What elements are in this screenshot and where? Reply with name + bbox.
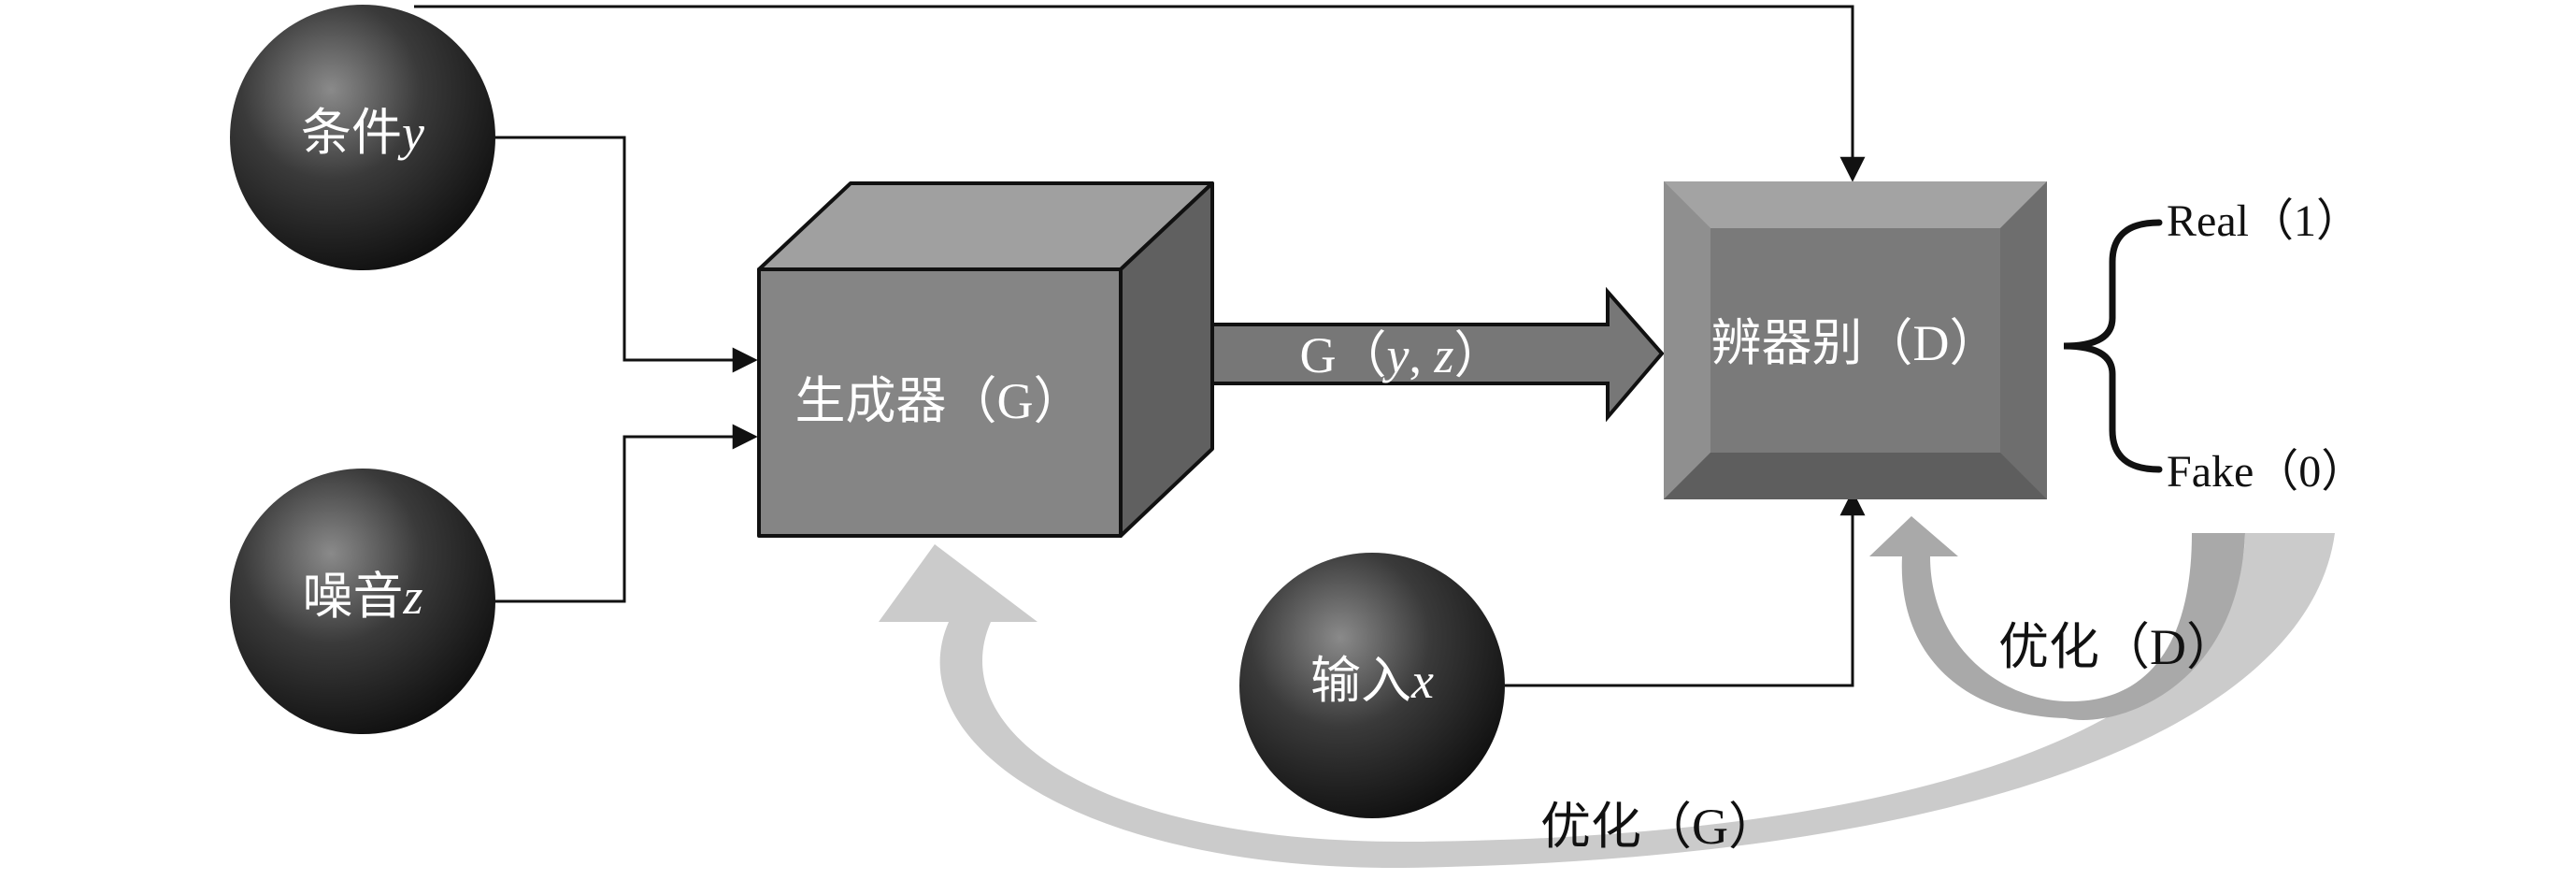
noise-var: z [402, 569, 422, 625]
edge-x-to-discriminator [1505, 490, 1866, 687]
optimize-g-label: 优化（G） [1540, 799, 1779, 855]
condition-y-node: 条件y [230, 5, 495, 270]
cube-front-face [757, 267, 1123, 538]
generator-output-arrow: G（y, z） [1210, 286, 1665, 423]
optimize-g-arrow [879, 533, 2335, 869]
condition-label: 条件 [301, 105, 402, 161]
discriminator-box [1664, 181, 2047, 499]
svg-text:噪音z: 噪音z [302, 569, 422, 625]
optimize-d-label: 优化（D） [1998, 619, 2237, 675]
discriminator-label: 辨器别（D） [1711, 315, 2000, 371]
connectors [414, 5, 1866, 687]
input-var: x [1410, 653, 1434, 709]
edge-z-to-generator [494, 424, 758, 603]
svg-text:条件y: 条件y [301, 105, 424, 161]
condition-var: y [397, 105, 424, 161]
output-real: Real（1） [2167, 196, 2361, 246]
svg-text:G（y, z）: G（y, z） [1300, 327, 1505, 383]
noise-label: 噪音 [302, 569, 403, 625]
output-brace [2063, 219, 2163, 473]
svg-text:输入x: 输入x [1310, 653, 1434, 709]
input-x-node: 输入x [1239, 553, 1505, 818]
edge-y-to-generator [494, 136, 758, 373]
output-fake: Fake（0） [2167, 447, 2366, 497]
generator-cube [757, 181, 1214, 538]
generator-label: 生成器（G） [795, 373, 1084, 429]
optimize-d-arrow [1869, 516, 2245, 720]
edge-y-to-discriminator [414, 5, 1866, 182]
input-label: 输入 [1310, 653, 1411, 709]
noise-z-node: 噪音z [230, 469, 495, 734]
